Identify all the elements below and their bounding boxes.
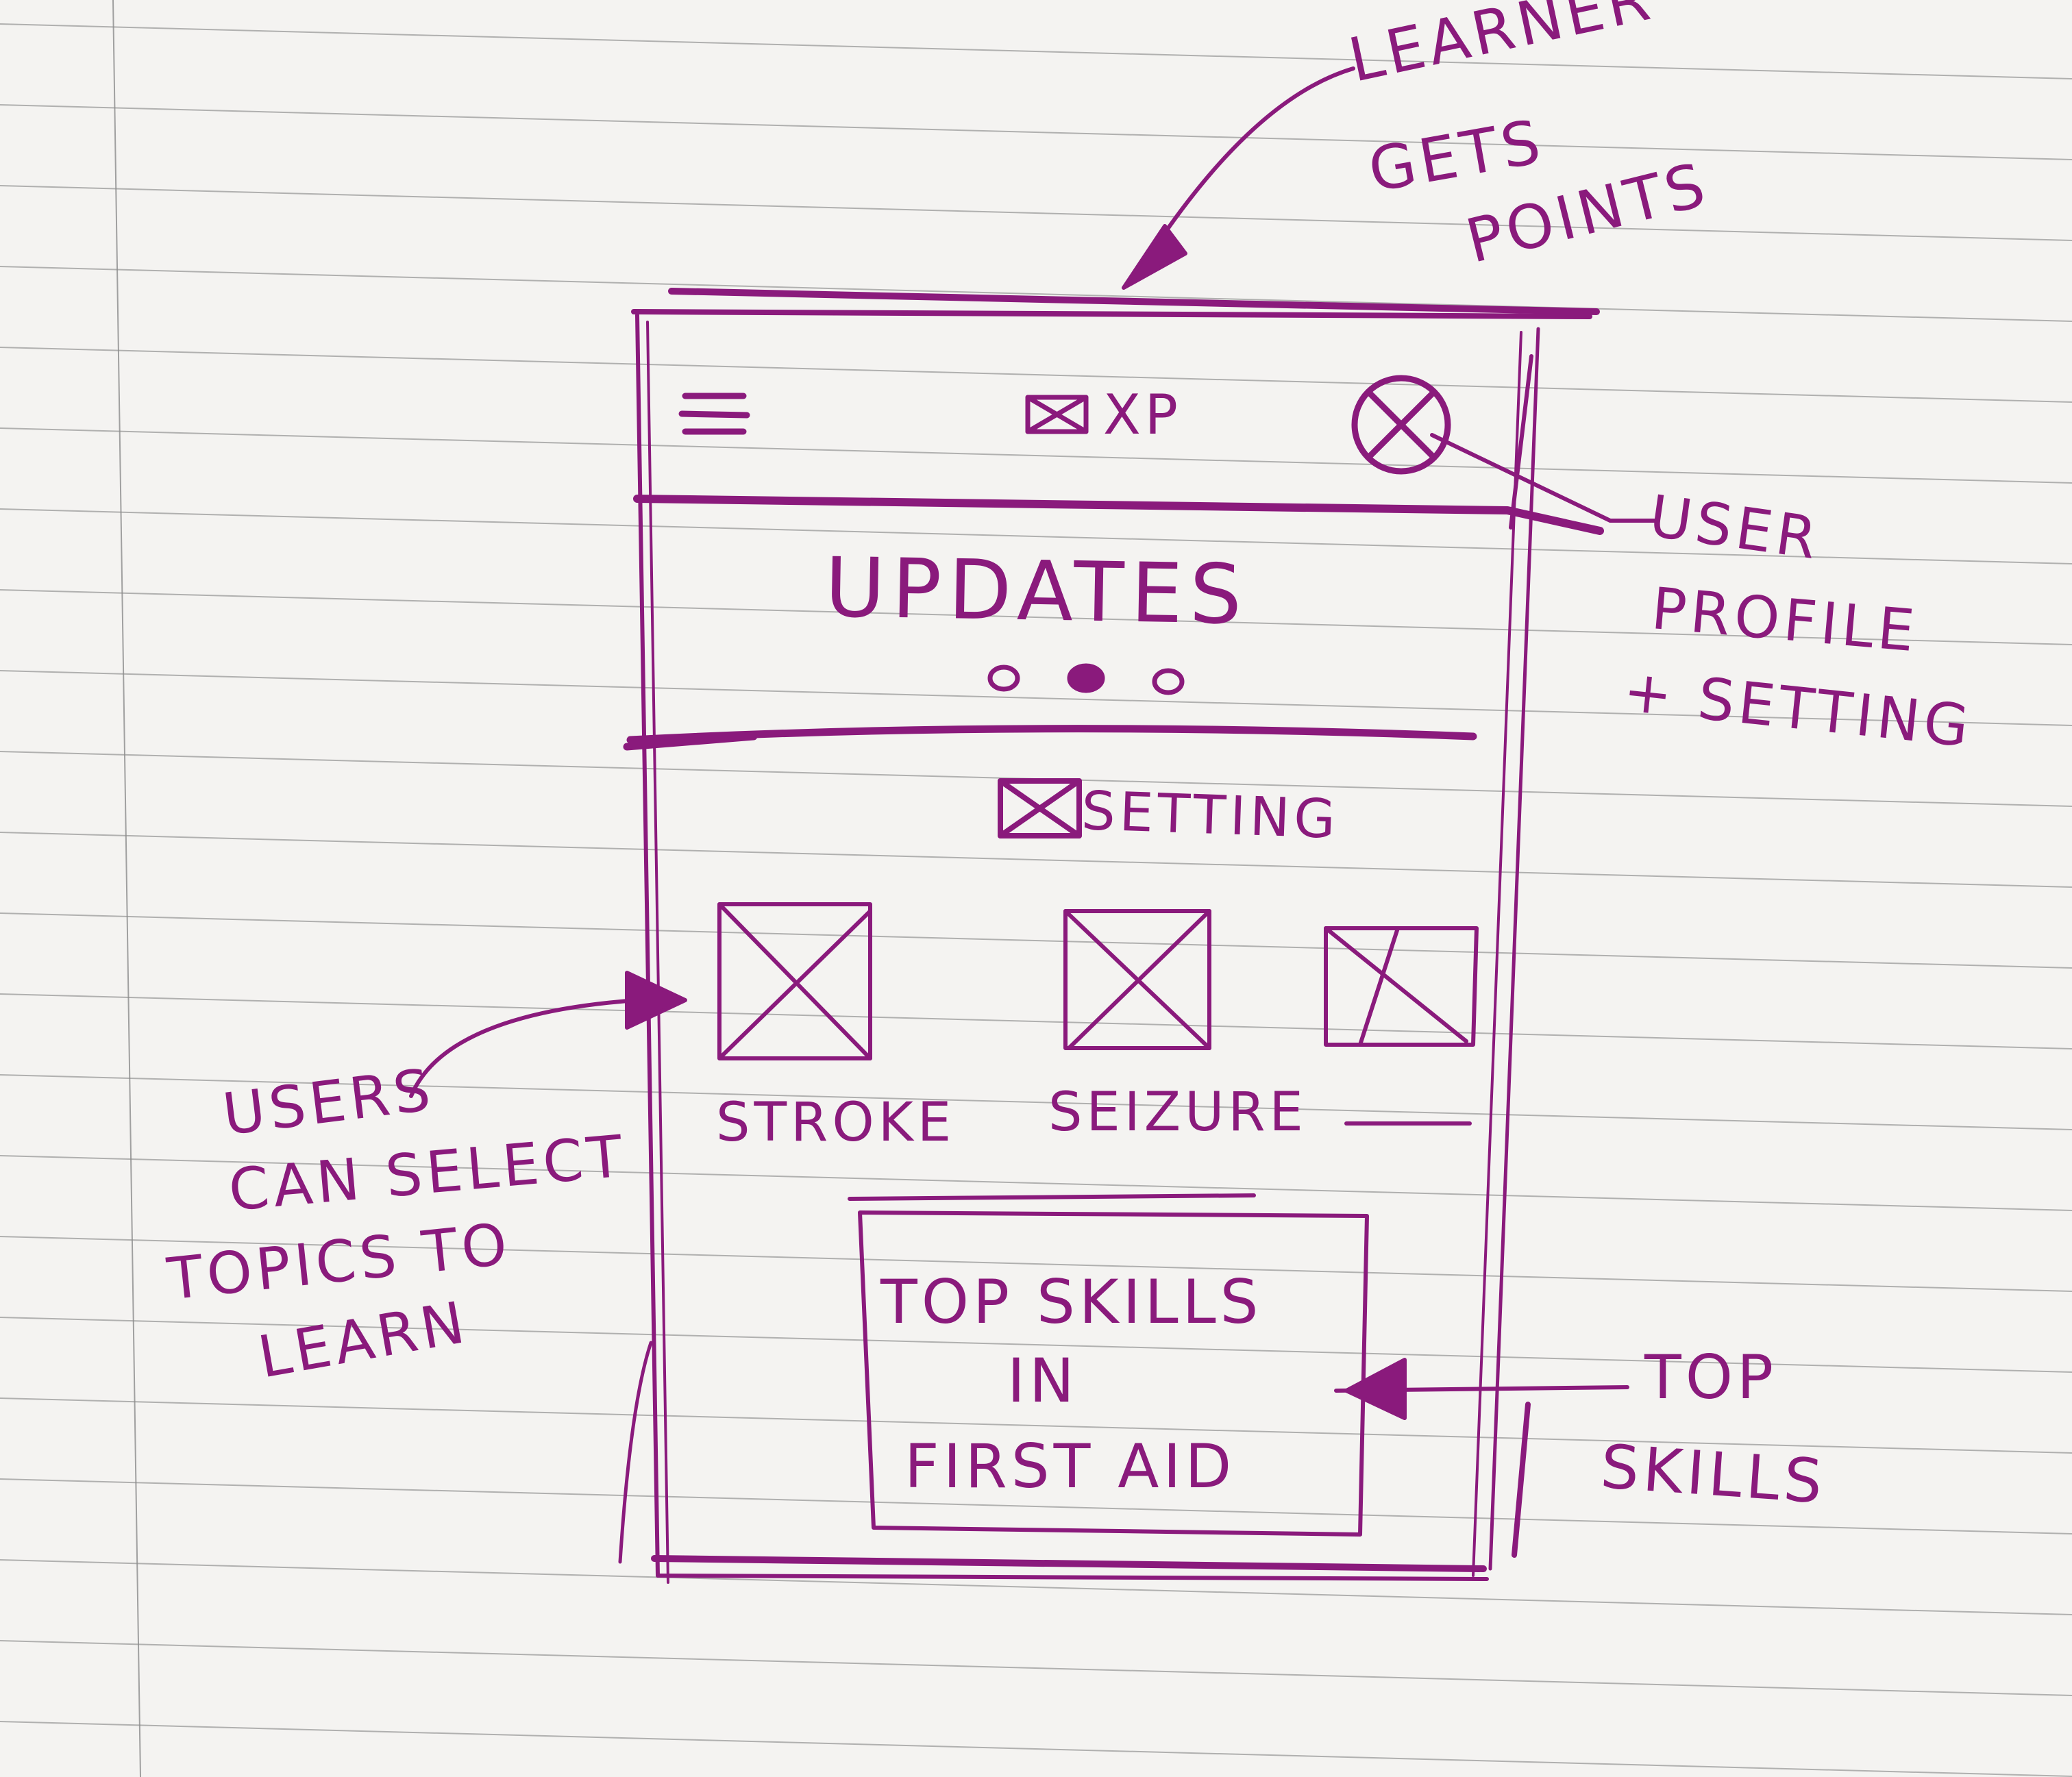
- topic-label-seizure: SEIZURE: [1048, 1082, 1307, 1143]
- ruled-line: [0, 1478, 2072, 1534]
- ruled-line: [0, 1397, 2072, 1454]
- setting-label: SETTING: [1080, 780, 1341, 852]
- ruled-line: [0, 912, 2072, 969]
- ruled-line: [0, 589, 2072, 645]
- margin-line: [112, 0, 141, 1777]
- ruled-line: [0, 185, 2072, 241]
- ruled-line: [0, 1236, 2072, 1292]
- topic-label-stroke: STROKE: [716, 1092, 956, 1154]
- setting-icon: [998, 778, 1082, 838]
- topic-tile-third[interactable]: [1324, 926, 1479, 1047]
- user-avatar-icon[interactable]: [1351, 375, 1451, 475]
- ruled-line: [0, 427, 2072, 484]
- pager-dots[interactable]: [987, 663, 1185, 695]
- ruled-line: [0, 1640, 2072, 1696]
- topic-tile-seizure[interactable]: [1063, 909, 1211, 1050]
- app-bar: [633, 354, 1604, 535]
- ruled-line: [0, 104, 2072, 160]
- topic-tile-stroke[interactable]: [717, 902, 872, 1060]
- top-skills-card[interactable]: [848, 1193, 1369, 1537]
- ruled-line: [0, 670, 2072, 726]
- annotation-skills-line-1: TOP: [1644, 1342, 1778, 1413]
- xp-badge-icon: [1025, 395, 1089, 434]
- top-skills-card-line-3: FIRST AID: [904, 1431, 1236, 1502]
- ruled-line: [0, 1317, 2072, 1373]
- annotation-skills-line-2: SKILLS: [1598, 1431, 1829, 1517]
- ruled-line: [0, 1155, 2072, 1211]
- ruled-line: [0, 1559, 2072, 1615]
- top-skills-card-line-2: IN: [1007, 1345, 1078, 1416]
- annotation-arrows: [409, 66, 1660, 1420]
- ruled-line: [0, 347, 2072, 403]
- top-skills-card-line-1: TOP SKILLS: [880, 1267, 1263, 1337]
- xp-label: XP: [1103, 383, 1183, 447]
- ruled-line: [0, 993, 2072, 1049]
- ruled-line: [0, 508, 2072, 564]
- ruled-line: [0, 832, 2072, 888]
- updates-title: UPDATES: [824, 540, 1250, 643]
- ruled-line: [0, 266, 2072, 322]
- ruled-line: [0, 1721, 2072, 1777]
- hamburger-menu-icon[interactable]: [678, 393, 750, 435]
- ruled-line: [0, 1074, 2072, 1130]
- updates-divider: [623, 725, 1477, 751]
- phone-frame: [618, 288, 1600, 1584]
- ruled-line: [0, 23, 2072, 79]
